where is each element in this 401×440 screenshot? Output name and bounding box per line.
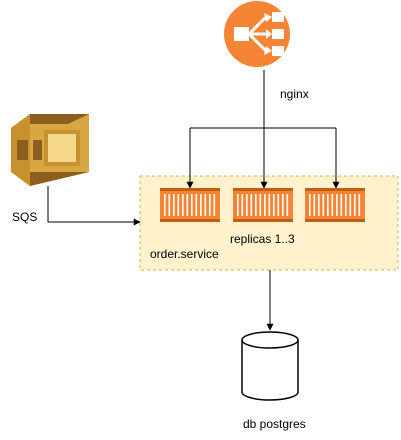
container-icon[interactable] bbox=[305, 188, 365, 222]
nginx-label: nginx bbox=[280, 87, 309, 101]
replicas-label: replicas 1..3 bbox=[230, 232, 295, 246]
sqs-to-order-service-arrow bbox=[47, 186, 141, 226]
load-balancer-icon[interactable] bbox=[224, 1, 290, 67]
container-icon[interactable] bbox=[233, 188, 293, 222]
db-label: db postgres bbox=[243, 417, 306, 431]
sqs-label: SQS bbox=[12, 210, 37, 224]
connectors bbox=[47, 70, 340, 331]
database-cylinder-icon[interactable] bbox=[241, 331, 299, 401]
container-icon[interactable] bbox=[160, 188, 220, 222]
replica-icons bbox=[160, 188, 365, 222]
sqs-queue-icon[interactable] bbox=[11, 114, 89, 186]
order-service-label: order.service bbox=[150, 247, 219, 261]
